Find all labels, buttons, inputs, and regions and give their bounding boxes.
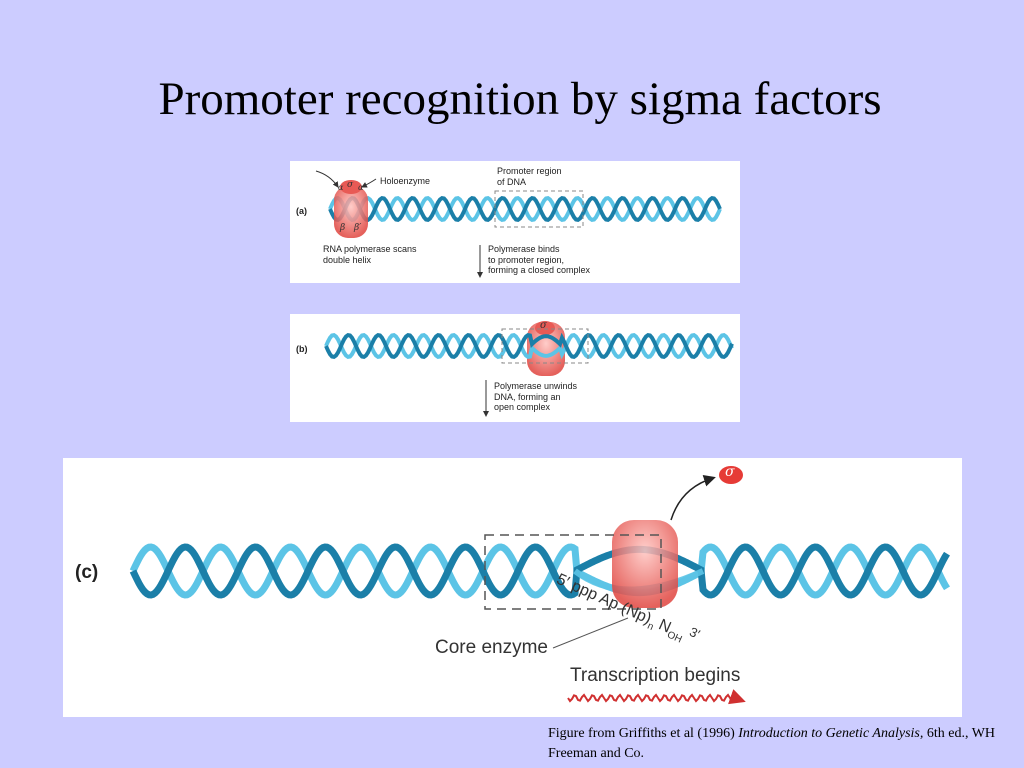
panel-label-a: (a) (296, 206, 307, 216)
dna-helix-c (129, 543, 950, 599)
holoenzyme-label: Holoenzyme (380, 176, 431, 186)
alpha-label-2: α (358, 183, 364, 192)
caption-book: Introduction to Genetic Analysis, (738, 726, 924, 741)
caption-prefix: Figure from Griffiths et al (1996) (548, 726, 739, 741)
caption-suffix: 6th ed., WH Freeman and Co. (548, 726, 996, 761)
panel-c-transcription: (c) σ 5′ ppp Ap (Np)n NOH 3′ Core enzyme… (63, 458, 962, 717)
promoter-box-c (484, 534, 662, 610)
panel-c-svg (129, 466, 950, 705)
transcription-label: Transcription begins (570, 665, 741, 686)
sigma-label-b: σ (540, 320, 547, 331)
beta-label: β (340, 223, 346, 233)
sigma-release-arrow (670, 474, 716, 521)
dna-helix-b (324, 332, 734, 360)
panel-label-b: (b) (296, 344, 308, 354)
panel-b-svg (324, 321, 734, 417)
sigma-label-c: σ (725, 464, 735, 480)
beta-prime-label: β′ (354, 223, 362, 233)
panel-a-closed-complex: (a) Holoenzyme Promoter region of DNA RN… (290, 161, 740, 283)
holoenzyme-arrow (361, 178, 377, 188)
alpha-label: α (338, 183, 344, 192)
promoter-label: Promoter region of DNA (497, 166, 562, 187)
scans-label: RNA polymerase scans double helix (323, 244, 417, 265)
figure-caption: Figure from Griffiths et al (1996) Intro… (548, 724, 1018, 764)
promoter-box-a (494, 190, 584, 228)
panel-label-c: (c) (75, 562, 99, 583)
holoenzyme-shape (334, 180, 368, 238)
transcription-wave (567, 689, 746, 705)
panel-a-svg (315, 170, 722, 278)
approach-arrow (315, 170, 339, 188)
dna-helix-a (328, 195, 722, 223)
page-title: Promoter recognition by sigma factors (158, 73, 882, 125)
panel-b-open-complex: (b) σ Polymerase unwinds DNA, forming an… (290, 314, 740, 422)
core-enzyme-label: Core enzyme (435, 637, 548, 658)
sigma-released-shape (719, 466, 743, 484)
core-enzyme-pointer (552, 617, 629, 649)
binds-label: Polymerase binds to promoter region, for… (488, 244, 591, 275)
unwinds-label: Polymerase unwinds DNA, forming an open … (494, 381, 578, 412)
sigma-label-a: σ (347, 180, 354, 190)
promoter-box-b (501, 328, 589, 364)
